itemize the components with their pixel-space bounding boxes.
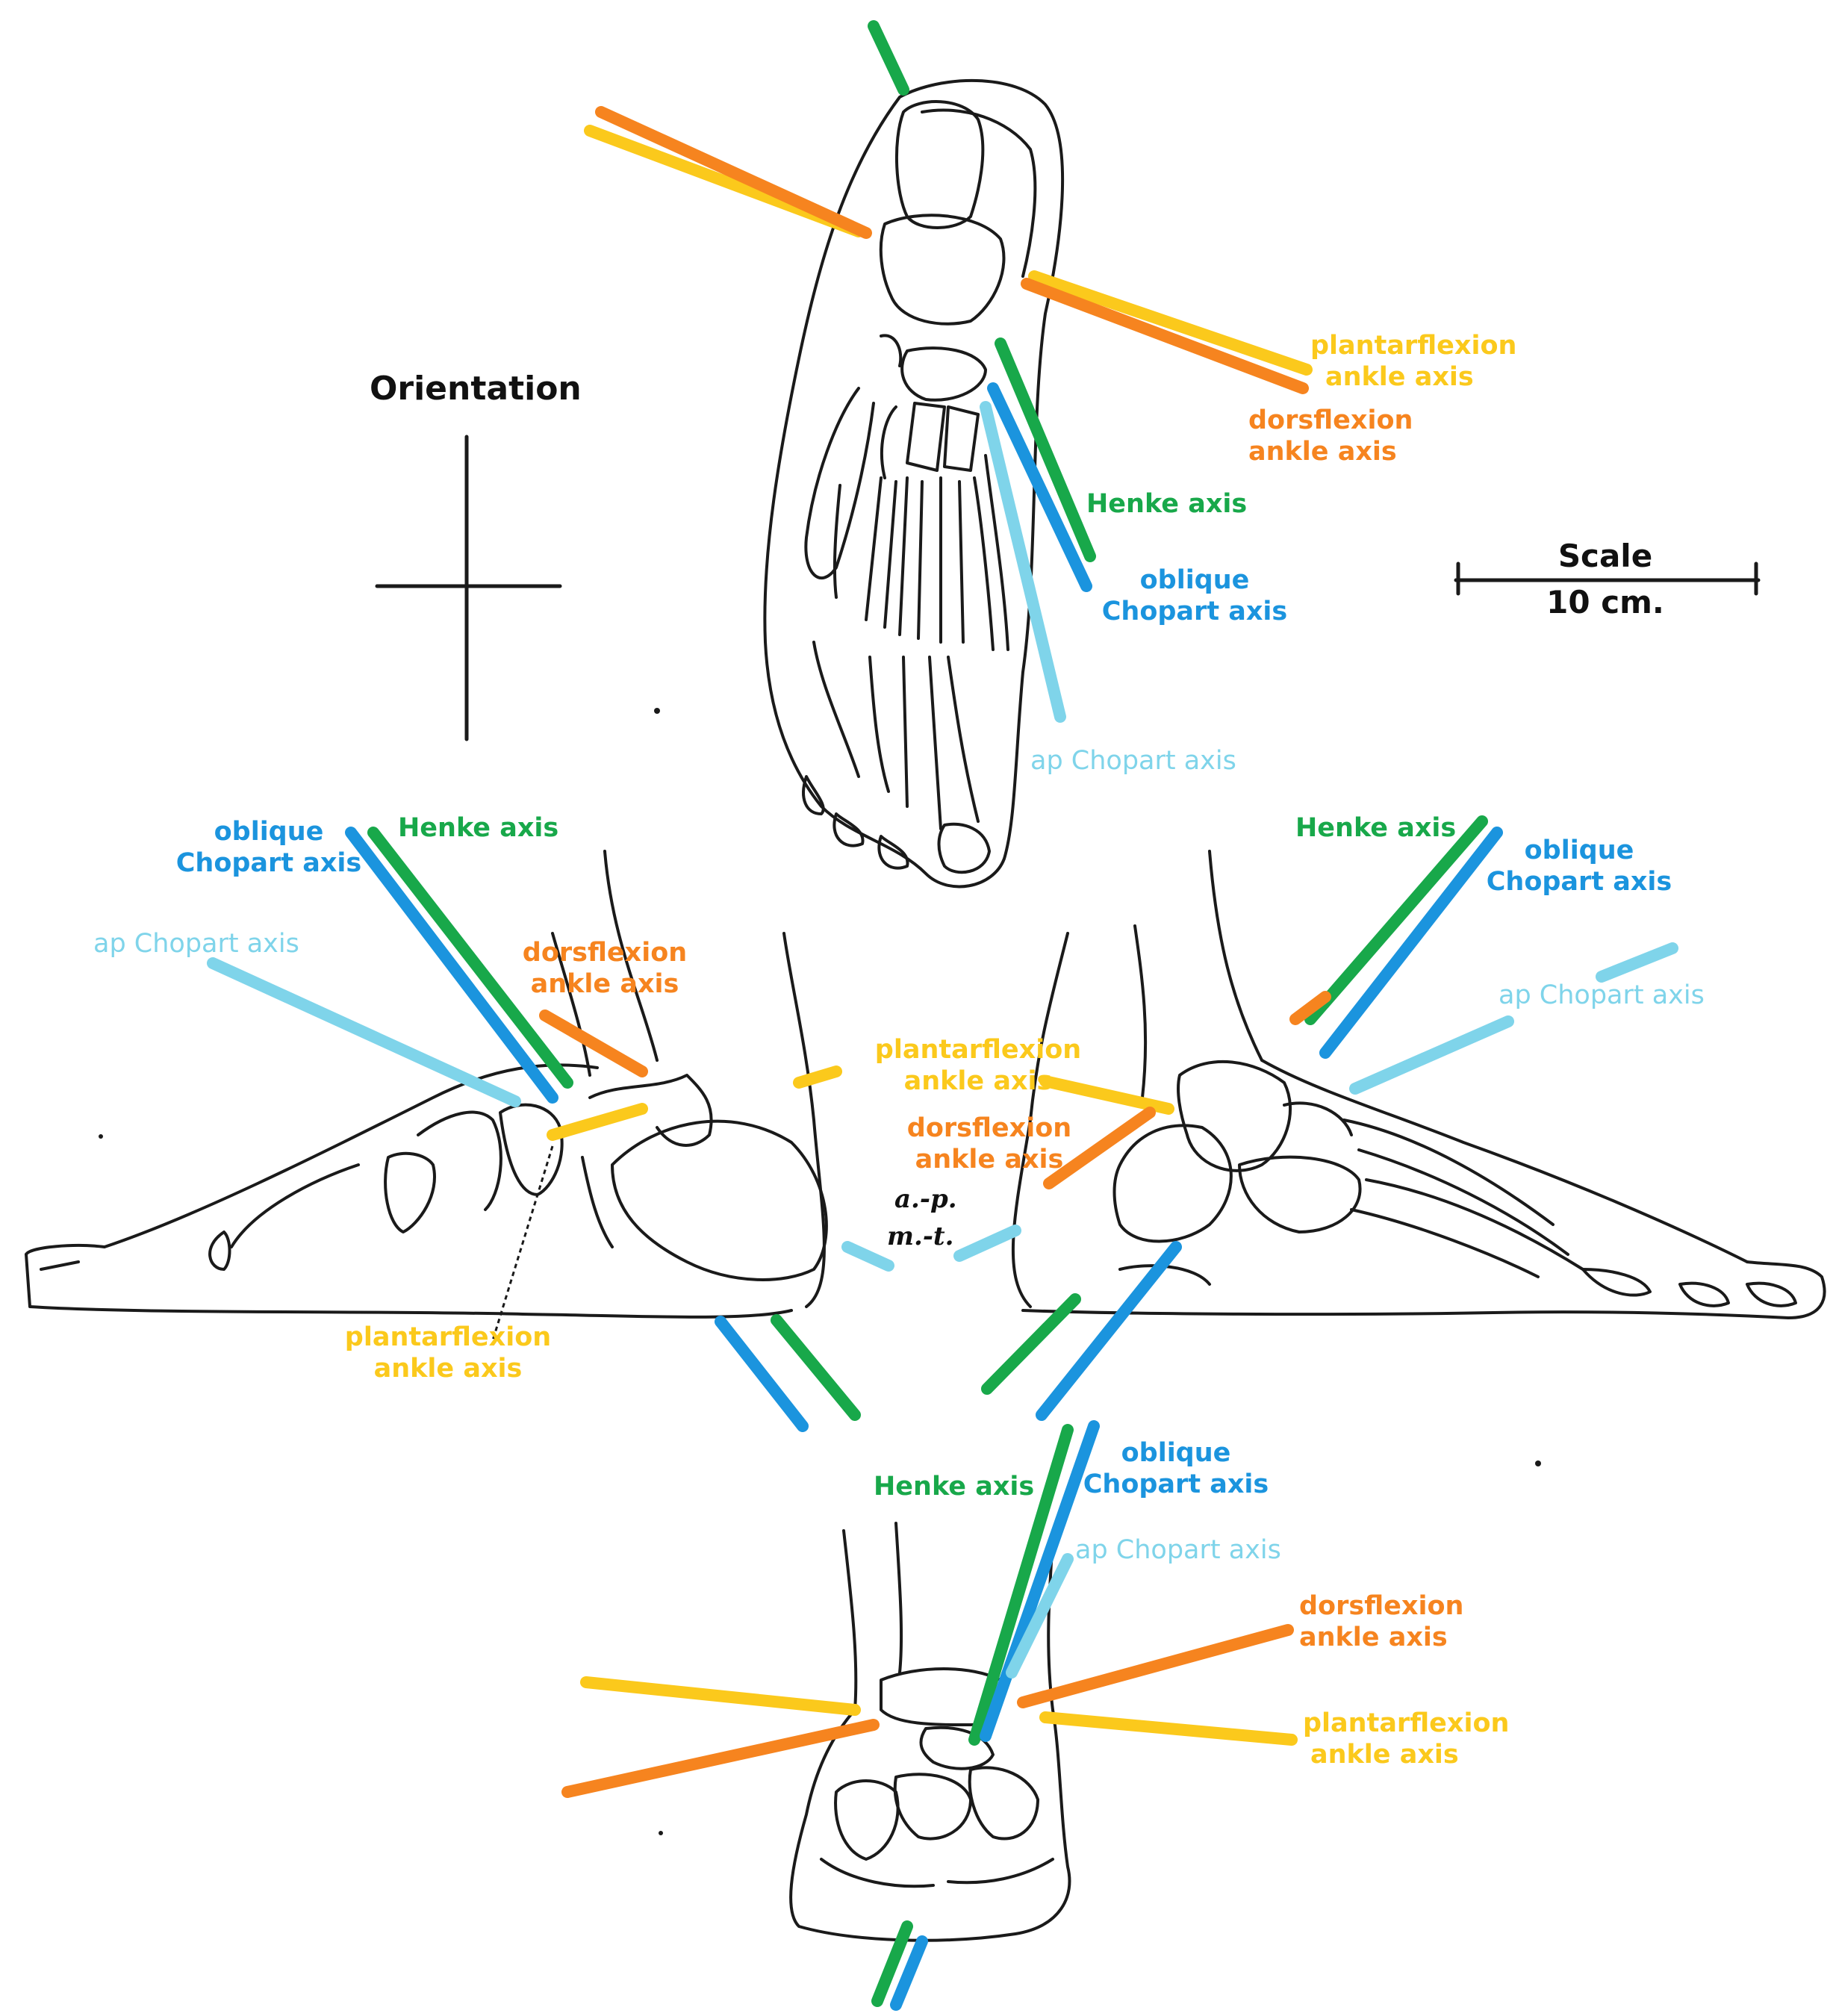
label-line-1: plantarflexion: [1310, 331, 1517, 361]
top-henke-axis-line: [868, 20, 909, 96]
left-henke-label: Henke axis: [398, 813, 559, 843]
right-lower-henke-line: [981, 1293, 1081, 1395]
label-line-2: ankle axis: [530, 969, 679, 999]
top-ap-chopart-label: ap Chopart axis: [1030, 746, 1236, 776]
left-ap-mt-marker-line: [841, 1241, 894, 1272]
orientation-cross: [375, 435, 562, 741]
left-henke-axis-line: [367, 827, 573, 1089]
label-line-2: ankle axis: [1325, 362, 1474, 392]
right-foot-drawing: [1011, 850, 1826, 1319]
bottom-dorsflexion-axis-line-left: [561, 1719, 880, 1798]
top-dorsflexion-label: dorsflexion ankle axis: [1248, 405, 1413, 467]
top-plantarflexion-axis-line-right: [1028, 270, 1313, 376]
top-dorsflexion-axis-line: [595, 106, 872, 239]
label-line-2: Chopart axis: [1101, 597, 1288, 626]
label-line-1: plantarflexion: [874, 1035, 1082, 1065]
center-plantarflexion-small-line: [793, 1065, 842, 1089]
center-plantarflexion-label: plantarflexion ankle axis: [870, 1034, 1086, 1097]
right-plantarflexion-axis-line: [1039, 1075, 1174, 1115]
speck: [659, 1831, 663, 1835]
left-oblique-chopart-label: oblique Chopart axis: [172, 816, 366, 879]
speck: [1535, 1460, 1541, 1466]
label-line-2: Chopart axis: [175, 848, 362, 878]
speck: [99, 1134, 103, 1139]
right-henke-axis-line: [1304, 815, 1488, 1025]
bottom-henke-axis-line: [968, 1424, 1074, 1746]
label-line-2: Chopart axis: [1083, 1469, 1269, 1499]
top-henke-label: Henke axis: [1086, 489, 1248, 519]
right-lower-oblique-line: [1036, 1241, 1182, 1421]
bottom-ap-chopart-label: ap Chopart axis: [1075, 1535, 1281, 1565]
top-plantarflexion-label: plantarflexion ankle axis: [1310, 330, 1516, 393]
center-dorsflexion-label: dorsflexion ankle axis: [900, 1113, 1079, 1175]
left-plantarflexion-label: plantarflexion ankle axis: [340, 1322, 556, 1384]
label-line-1: dorsflexion: [1299, 1591, 1464, 1621]
scale-bar: [1454, 561, 1761, 596]
right-ap-mt-marker-line: [953, 1225, 1021, 1262]
top-dorsflexion-axis-line-right: [1021, 278, 1309, 394]
mt-marker-label: m.-t.: [887, 1222, 954, 1251]
right-dorsflexion-axis-line: [1043, 1107, 1156, 1189]
right-oblique-chopart-label: oblique Chopart axis: [1482, 835, 1676, 897]
left-plantarflexion-axis-line: [547, 1103, 648, 1141]
bottom-ap-chopart-axis-line: [1006, 1553, 1074, 1679]
bottom-plantarflexion-axis-line-right: [1039, 1711, 1298, 1746]
left-dorsflexion-axis-line: [539, 1009, 648, 1077]
bottom-henke-axis-line-lower: [871, 1920, 913, 2007]
scale-title: Scale: [1557, 538, 1653, 574]
bottom-dorsflexion-label: dorsflexion ankle axis: [1299, 1590, 1463, 1653]
left-dorsflexion-label: dorsflexion ankle axis: [515, 937, 694, 1000]
top-foot-drawing: [763, 78, 1065, 889]
label-line-1: dorsflexion: [522, 938, 688, 968]
right-ap-chopart-axis-line: [1349, 1015, 1514, 1095]
right-oblique-chopart-axis-line: [1319, 827, 1503, 1059]
top-oblique-chopart-axis-line: [987, 382, 1092, 592]
left-lower-oblique-line: [715, 1316, 809, 1432]
speck: [654, 708, 660, 714]
ap-marker-label: a.-p.: [894, 1184, 957, 1214]
bottom-plantarflexion-label: plantarflexion ankle axis: [1303, 1708, 1509, 1770]
bottom-henke-label: Henke axis: [874, 1472, 1035, 1502]
label-line-1: oblique: [1139, 565, 1250, 595]
label-line-2: ankle axis: [915, 1145, 1064, 1175]
label-line-1: plantarflexion: [344, 1322, 552, 1352]
top-henke-axis-line-lower: [995, 337, 1096, 562]
right-dorsflexion-small-line: [1289, 991, 1331, 1025]
label-line-1: oblique: [1524, 836, 1634, 865]
bottom-plantarflexion-axis-line-left: [580, 1676, 861, 1716]
bottom-oblique-axis-line-lower: [890, 1935, 928, 2011]
left-oblique-chopart-axis-line: [345, 827, 558, 1104]
label-line-1: plantarflexion: [1303, 1708, 1510, 1738]
left-plantarflexion-leader: [491, 1145, 554, 1341]
label-line-2: ankle axis: [1310, 1740, 1459, 1770]
top-oblique-chopart-label: oblique Chopart axis: [1098, 564, 1292, 627]
left-foot-drawing: [25, 850, 828, 1319]
label-line-1: oblique: [1121, 1438, 1231, 1468]
right-henke-label: Henke axis: [1295, 813, 1457, 843]
bottom-oblique-chopart-axis-line: [980, 1420, 1100, 1742]
label-line-2: ankle axis: [373, 1354, 523, 1384]
label-line-1: oblique: [214, 817, 324, 847]
label-line-2: Chopart axis: [1486, 867, 1672, 897]
bottom-oblique-chopart-label: oblique Chopart axis: [1079, 1437, 1273, 1500]
label-line-1: dorsflexion: [1248, 405, 1413, 435]
scale-value: 10 cm.: [1546, 584, 1664, 620]
left-ap-chopart-axis-line: [207, 957, 521, 1107]
bottom-dorsflexion-axis-line-right: [1017, 1624, 1294, 1708]
right-ap-chopart-axis-line-far: [1596, 942, 1678, 983]
right-ap-chopart-label: ap Chopart axis: [1499, 980, 1705, 1010]
left-ap-chopart-label: ap Chopart axis: [93, 929, 299, 959]
label-line-1: dorsflexion: [906, 1113, 1072, 1143]
left-lower-henke-line: [771, 1314, 861, 1421]
label-line-2: ankle axis: [1248, 437, 1397, 467]
label-line-2: ankle axis: [1299, 1623, 1448, 1652]
label-line-2: ankle axis: [903, 1066, 1053, 1096]
top-ap-chopart-axis-line: [980, 401, 1066, 723]
orientation-title: Orientation: [370, 370, 582, 408]
